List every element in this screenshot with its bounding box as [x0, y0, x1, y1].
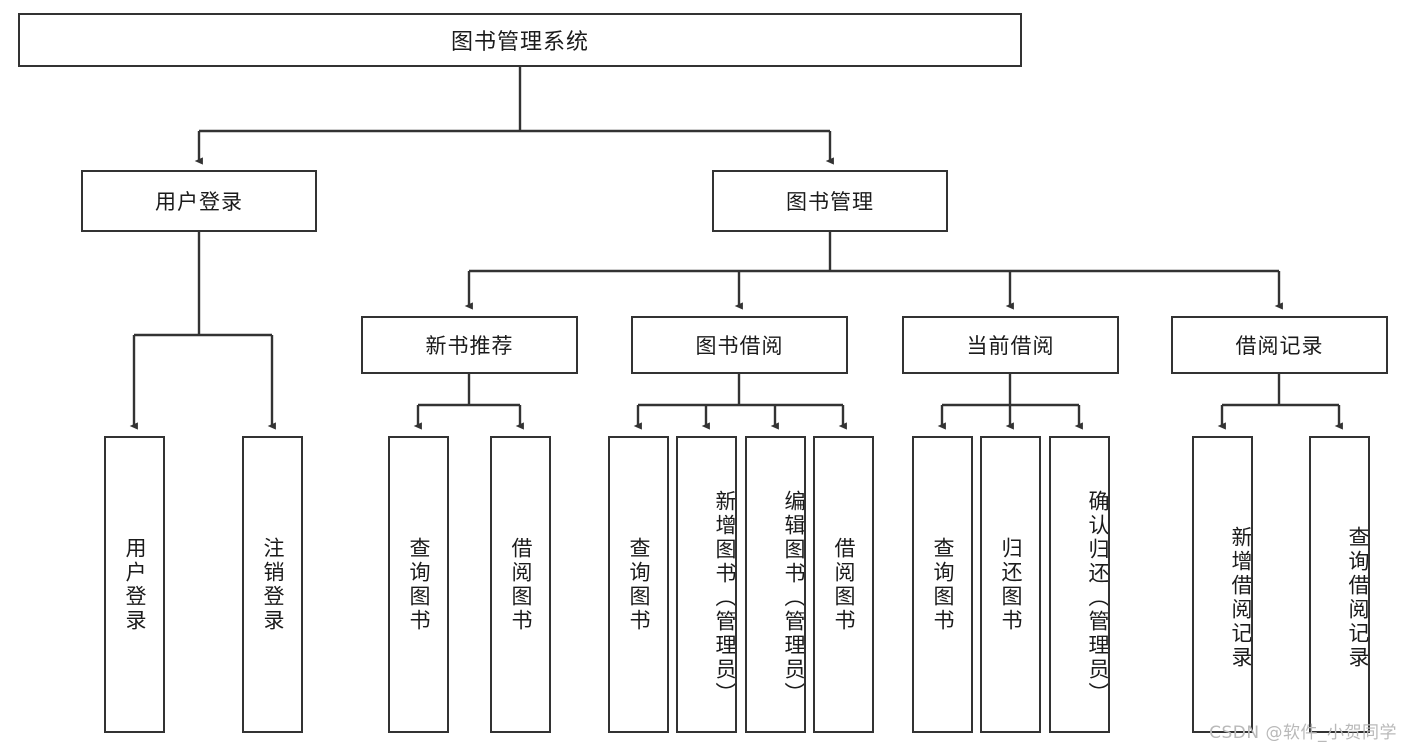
node-label: 新书推荐	[425, 334, 514, 358]
leaf-new-book-query[interactable]: 查询图书	[388, 436, 449, 733]
node-label: 查询图书	[407, 536, 431, 633]
leaf-current-borrow-confirm-return-admin[interactable]: 确认归还（管理员）	[1049, 436, 1110, 733]
node-user-login[interactable]: 用户登录	[81, 170, 317, 232]
leaf-new-book-borrow[interactable]: 借阅图书	[490, 436, 551, 733]
node-label: 用户登录	[155, 190, 243, 214]
node-label: 编辑图书（管理员）	[782, 489, 806, 706]
node-label: 借阅图书	[832, 536, 856, 633]
node-root-book-management-system[interactable]: 图书管理系统	[18, 13, 1022, 67]
leaf-current-borrow-return[interactable]: 归还图书	[980, 436, 1041, 733]
node-label: 借阅记录	[1235, 334, 1324, 358]
node-book-borrowing[interactable]: 图书借阅	[631, 316, 848, 374]
node-borrowing-record[interactable]: 借阅记录	[1171, 316, 1388, 374]
node-label: 查询图书	[931, 536, 955, 633]
node-label: 当前借阅	[966, 334, 1055, 358]
node-label: 新增图书（管理员）	[713, 489, 737, 706]
leaf-book-borrow-edit-admin[interactable]: 编辑图书（管理员）	[745, 436, 806, 733]
node-label: 确认归还（管理员）	[1086, 489, 1110, 706]
leaf-book-borrow-borrow[interactable]: 借阅图书	[813, 436, 874, 733]
node-current-borrowing[interactable]: 当前借阅	[902, 316, 1119, 374]
node-label: 新增借阅记录	[1229, 525, 1253, 670]
node-label: 用户登录	[123, 536, 147, 633]
node-label: 归还图书	[999, 536, 1023, 633]
leaf-borrow-record-add[interactable]: 新增借阅记录	[1192, 436, 1253, 733]
leaf-user-login-signout[interactable]: 注销登录	[242, 436, 303, 733]
node-book-management[interactable]: 图书管理	[712, 170, 948, 232]
leaf-borrow-record-query[interactable]: 查询借阅记录	[1309, 436, 1370, 733]
leaf-book-borrow-query[interactable]: 查询图书	[608, 436, 669, 733]
leaf-user-login-signin[interactable]: 用户登录	[104, 436, 165, 733]
node-label: 查询图书	[627, 536, 651, 633]
leaf-book-borrow-add-admin[interactable]: 新增图书（管理员）	[676, 436, 737, 733]
node-label: 图书管理	[786, 190, 874, 214]
node-label: 借阅图书	[509, 536, 533, 633]
leaf-current-borrow-query[interactable]: 查询图书	[912, 436, 973, 733]
watermark-csdn: CSDN @软件_小贺同学	[1209, 723, 1397, 743]
node-label: 图书管理系统	[450, 30, 589, 55]
node-new-book-recommendation[interactable]: 新书推荐	[361, 316, 578, 374]
node-label: 注销登录	[261, 536, 285, 633]
node-label: 图书借阅	[695, 334, 784, 358]
node-label: 查询借阅记录	[1346, 525, 1370, 670]
